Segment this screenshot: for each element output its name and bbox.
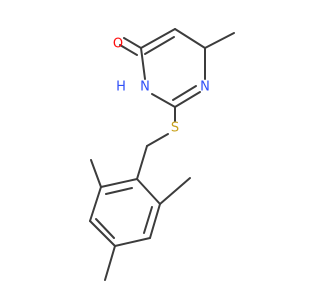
- bond-ar2-ar3: [149, 203, 161, 239]
- sulfur-label: S: [171, 121, 179, 136]
- bond-c6-methyl: [204, 32, 235, 49]
- bond-ar3-ar4: [114, 237, 151, 247]
- bond-s-ch2: [146, 133, 169, 147]
- bond-ar2-methyl: [159, 177, 191, 205]
- molecule-diagram: O N N H S: [89, 28, 235, 281]
- structure-canvas: O N N H S: [89, 28, 235, 281]
- bond-ar4-ar5-inner: [95, 218, 115, 239]
- bond-ch2-aryl: [136, 145, 148, 180]
- bond-c4-c5: [140, 28, 176, 49]
- nitrogen-top-label: N: [200, 80, 210, 95]
- bond-ar1-ar2: [136, 178, 161, 205]
- bond-ar4-ar5: [89, 220, 116, 247]
- bond-ar6-methyl: [90, 159, 102, 188]
- bond-n1-c2: [174, 91, 201, 108]
- bond-ar6-ar1-inner: [105, 187, 133, 195]
- hydrogen-nh-label: H: [116, 80, 126, 95]
- bond-n3-c4: [140, 47, 146, 80]
- bond-c2-n3: [151, 93, 176, 108]
- nitrogen-nh-label: N: [140, 80, 150, 95]
- bond-c4-o-inner: [119, 44, 138, 56]
- bond-ar4-methyl: [104, 245, 116, 281]
- bond-c4-c5-inner: [144, 36, 175, 55]
- bond-c4-o: [123, 37, 142, 49]
- atom-labels: O N N H S: [113, 37, 210, 136]
- bond-ar6-ar1: [100, 178, 138, 188]
- oxygen-label: O: [113, 37, 123, 52]
- bond-ar2-ar3-inner: [143, 206, 153, 234]
- bond-n1-c2-inner: [172, 85, 197, 101]
- bonds: [89, 28, 235, 281]
- bond-ar5-ar6: [89, 186, 102, 222]
- bond-c5-c6: [174, 28, 206, 49]
